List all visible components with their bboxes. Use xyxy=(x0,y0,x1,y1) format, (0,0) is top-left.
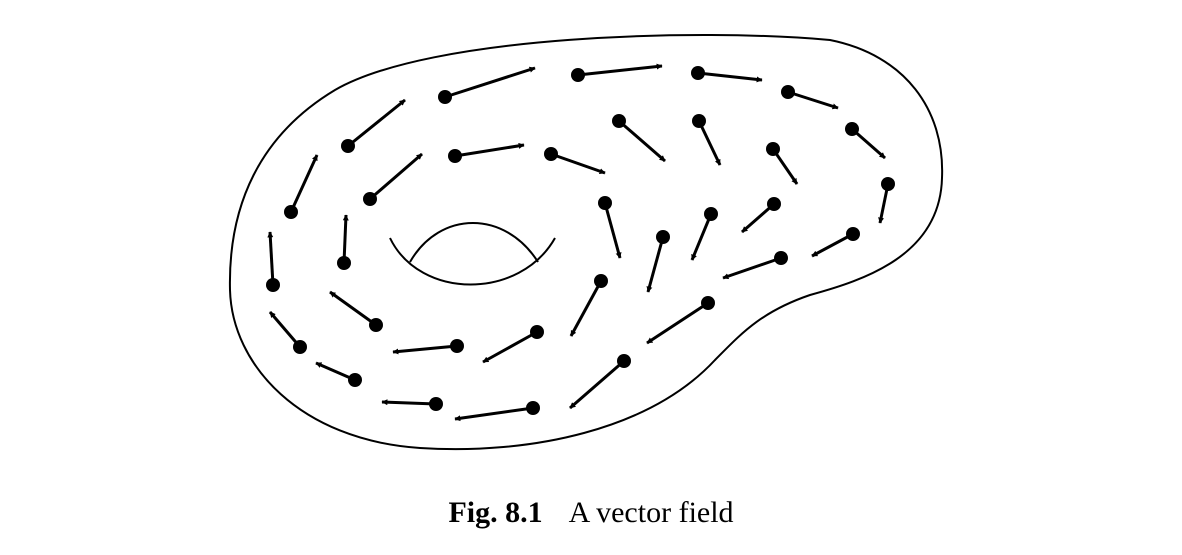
vector-arrow xyxy=(618,119,666,163)
vector-arrow xyxy=(569,280,603,337)
vector-arrow xyxy=(289,154,319,213)
vector-arrow xyxy=(444,66,536,99)
vector-arrow xyxy=(722,256,782,280)
vector-base-point xyxy=(656,230,670,244)
vector-base-point xyxy=(266,278,280,292)
vector-arrow xyxy=(697,71,763,83)
vector-base-point xyxy=(369,318,383,332)
torus-hole-lower xyxy=(409,222,539,263)
vector-base-point xyxy=(766,142,780,156)
vector-base-point xyxy=(448,149,462,163)
vector-base-point xyxy=(767,197,781,211)
vector-base-point xyxy=(692,114,706,128)
vector-arrow xyxy=(811,232,854,258)
vector-base-point xyxy=(846,227,860,241)
figure-caption-text: A vector field xyxy=(568,496,734,529)
vector-base-point xyxy=(571,68,585,82)
vector-arrow xyxy=(569,359,625,410)
vector-arrow xyxy=(267,231,275,286)
surface-outline xyxy=(228,34,944,451)
vector-arrow xyxy=(342,214,349,264)
vector-arrow xyxy=(603,202,622,259)
vector-base-point xyxy=(594,274,608,288)
vector-base-point xyxy=(774,251,788,265)
vector-arrow xyxy=(741,202,775,234)
vector-arrow xyxy=(347,98,406,148)
vector-arrow xyxy=(268,311,302,348)
vector-base-point xyxy=(881,177,895,191)
figure-caption: Fig. 8.1 A vector field xyxy=(0,496,1182,530)
vector-arrow xyxy=(646,236,665,293)
vector-arrow xyxy=(381,399,437,406)
vector-base-point xyxy=(598,196,612,210)
vector-arrow xyxy=(646,301,709,345)
vector-base-point xyxy=(617,354,631,368)
vector-arrow xyxy=(851,127,886,160)
vector-base-point xyxy=(348,373,362,387)
vector-arrow xyxy=(550,152,606,175)
vector-field-diagram xyxy=(228,34,944,451)
vector-base-point xyxy=(363,192,377,206)
vector-arrow xyxy=(482,330,538,364)
vector-arrow xyxy=(771,148,799,185)
vector-base-point xyxy=(845,122,859,136)
vector-base-point xyxy=(429,397,443,411)
vector-base-point xyxy=(704,207,718,221)
vector-base-point xyxy=(612,114,626,128)
vector-arrow xyxy=(787,90,839,110)
vector-base-point xyxy=(544,147,558,161)
torus-hole-upper xyxy=(389,237,556,286)
figure-label: Fig. 8.1 xyxy=(448,496,543,529)
vector-arrow xyxy=(329,290,377,327)
vector-arrow xyxy=(369,152,423,201)
vector-arrow xyxy=(315,361,356,382)
vector-arrows xyxy=(266,63,895,422)
vector-arrow xyxy=(454,406,534,422)
vector-arrow xyxy=(697,120,722,166)
vector-base-point xyxy=(530,325,544,339)
vector-base-point xyxy=(438,90,452,104)
vector-base-point xyxy=(284,205,298,219)
vector-base-point xyxy=(781,85,795,99)
vector-arrow xyxy=(577,63,663,77)
vector-base-point xyxy=(450,339,464,353)
vector-base-point xyxy=(293,340,307,354)
vector-base-point xyxy=(691,66,705,80)
vector-base-point xyxy=(526,401,540,415)
vector-arrow xyxy=(454,142,525,158)
vector-arrow xyxy=(690,213,713,261)
vector-arrow xyxy=(392,344,458,355)
vector-base-point xyxy=(341,139,355,153)
vector-base-point xyxy=(701,296,715,310)
vector-base-point xyxy=(337,256,351,270)
